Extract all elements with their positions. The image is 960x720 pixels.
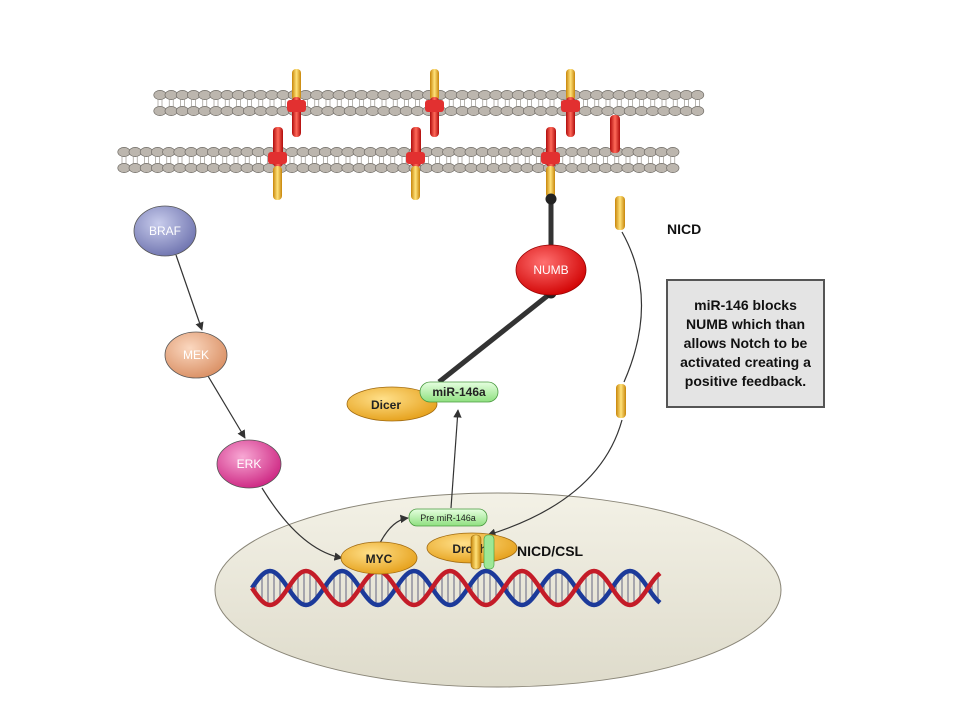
arrow-braf-mek	[175, 254, 204, 331]
dicer-node[interactable]	[346, 386, 438, 422]
braf-label: BRAF	[149, 224, 181, 238]
notch-receptor-3	[561, 69, 580, 137]
notch-receptor-1	[287, 69, 306, 137]
erk-label: ERK	[237, 457, 262, 471]
notch-ligand-3	[541, 127, 560, 198]
mek-node[interactable]	[164, 331, 228, 379]
mek-label: MEK	[183, 348, 209, 362]
notch-receptor-cleaved	[610, 115, 620, 153]
notch-ligand-2	[406, 127, 425, 200]
notch-ligand-1	[268, 127, 287, 200]
mir146a-inhibits-numb-line	[437, 291, 553, 384]
dicer-label: Dicer	[371, 398, 401, 412]
cell-membrane-inner	[117, 147, 680, 173]
numb-label: NUMB	[533, 263, 568, 277]
numb-node[interactable]	[515, 244, 587, 296]
arrow-myc-premir	[379, 514, 409, 544]
csl-bound-bar	[483, 534, 495, 570]
nucleus	[214, 492, 782, 688]
nicd-bound-bar	[470, 534, 482, 570]
annotation-box: miR-146 blocks NUMB which than allows No…	[666, 279, 825, 408]
arrow-premir-mir146a	[450, 409, 462, 509]
myc-label: MYC	[366, 552, 393, 566]
nicd-csl-label: NICD/CSL	[517, 543, 584, 559]
myc-node[interactable]	[340, 541, 418, 575]
numb-notch-endpoint	[545, 193, 557, 205]
mir146a-label: miR-146a	[432, 385, 486, 399]
nicd-fragment-middle	[616, 384, 626, 418]
nicd-label: NICD	[667, 221, 701, 237]
erk-node[interactable]	[216, 439, 282, 489]
mir146a-node[interactable]	[419, 381, 499, 403]
pre-mir146a-node[interactable]	[408, 508, 488, 527]
pre-mir146a-label: Pre miR-146a	[420, 513, 476, 523]
braf-node[interactable]	[133, 205, 197, 257]
arrow-nicd-translocation-1	[621, 231, 643, 383]
cell-membrane-outer	[153, 90, 705, 116]
notch-receptor-2	[425, 69, 444, 137]
dna-helix	[250, 568, 662, 608]
arrow-erk-myc	[261, 487, 343, 561]
nicd-fragment-top	[615, 196, 625, 230]
arrow-nicd-translocation-2	[487, 419, 623, 537]
arrow-mek-erk	[207, 375, 246, 439]
